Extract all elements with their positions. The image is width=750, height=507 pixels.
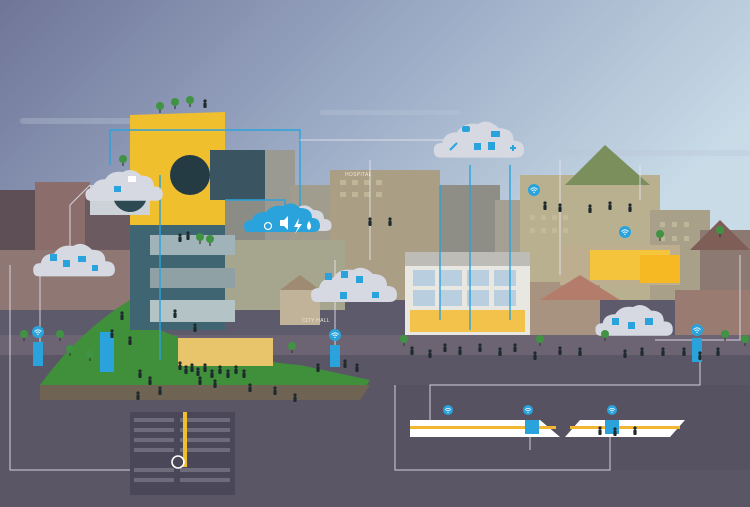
hospital-sign: HOSPITAL (345, 172, 372, 178)
speaker-icon (280, 216, 288, 230)
wifi-icon (32, 326, 44, 338)
lightning-icon (294, 218, 302, 234)
monitor-icon (491, 131, 500, 137)
wifi-icon (607, 405, 617, 415)
wifi-icon (691, 324, 703, 336)
city-hall-sign: CITY HALL (302, 318, 330, 324)
wifi-icon (523, 405, 533, 415)
white-network-lines (9, 139, 741, 471)
wifi-markers (32, 184, 703, 415)
wifi-icon (528, 184, 540, 196)
wrench-icon (449, 142, 458, 151)
sun-icon (263, 221, 273, 231)
network-lines (109, 129, 511, 360)
underground-structure (130, 412, 235, 495)
train (410, 420, 685, 437)
plus-icon (510, 145, 516, 151)
building-windows (340, 180, 689, 241)
chat-icon (462, 126, 470, 132)
wifi-icon (443, 405, 453, 415)
wifi-icon (329, 329, 341, 341)
cloud-icons (50, 126, 653, 329)
wifi-icon (619, 226, 631, 238)
kiosks (33, 332, 702, 372)
water-drop-icon (307, 221, 311, 230)
